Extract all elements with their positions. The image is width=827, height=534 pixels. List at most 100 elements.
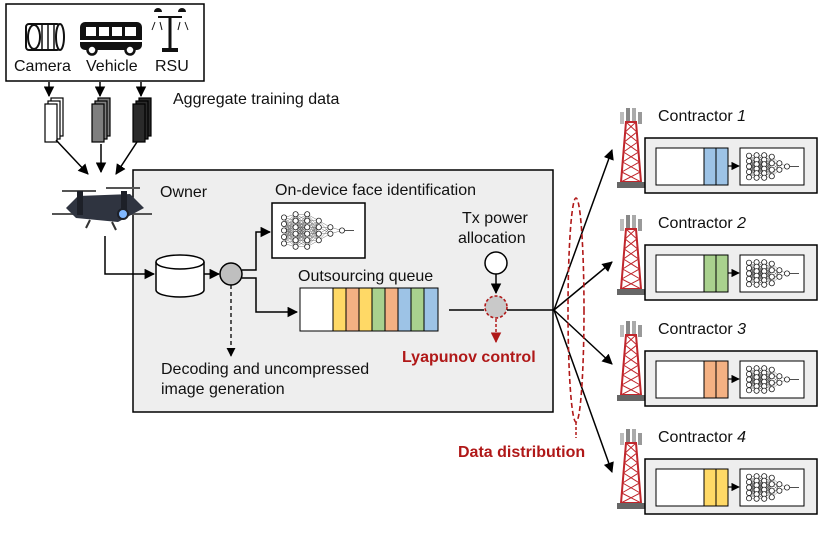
contractor-queue-empty [655, 468, 705, 507]
rsu-icon [151, 8, 189, 52]
nn-neuron [753, 387, 760, 394]
nn-neuron [315, 230, 322, 237]
arrow-data1-to-drone [55, 139, 89, 175]
contractor-queue-cell [715, 468, 729, 507]
nn-neuron [304, 211, 311, 218]
queue-cell [332, 287, 347, 332]
nn-neuron [746, 275, 753, 282]
nn-neuron [292, 230, 299, 237]
camera-icon [25, 23, 65, 51]
tx-allocation-label: allocation [458, 230, 526, 247]
nn-neuron [746, 152, 753, 159]
lyapunov-control-label: Lyapunov control [402, 349, 536, 366]
queue-cell [423, 287, 439, 332]
contractor-4-label: Contractor 4 [658, 429, 747, 446]
queue-cell [384, 287, 399, 332]
nn-neuron [327, 230, 334, 237]
decoding-label: Decoding and uncompressed [161, 361, 370, 378]
face-identification-label: On-device face identification [275, 182, 476, 199]
contractor-1-label: Contractor 1 [658, 108, 747, 125]
contractor-3 [617, 321, 818, 407]
nn-neuron [280, 227, 287, 234]
nn-neuron [746, 371, 753, 378]
nn-neuron [304, 230, 311, 237]
nn-neuron [768, 160, 775, 167]
contractor-queue-cell [703, 254, 717, 293]
nn-neuron [315, 237, 322, 244]
queue-cell [299, 287, 334, 332]
nn-neuron [768, 366, 775, 373]
nn-neuron [776, 267, 783, 274]
contractor-2-label: Contractor 2 [658, 215, 747, 232]
rsu-label: RSU [155, 58, 189, 75]
nn-neuron [746, 381, 753, 388]
contractor-queue-cell [703, 147, 717, 186]
nn-neuron [768, 386, 775, 393]
nn-neuron [280, 214, 287, 221]
nn-neuron [784, 163, 791, 170]
arrow-to-contractor-4 [553, 309, 614, 473]
nn-neuron [746, 270, 753, 277]
nn-neuron [768, 487, 775, 494]
nn-neuron [304, 243, 311, 250]
nn-neuron [746, 158, 753, 165]
nn-neuron [280, 233, 287, 240]
cell-tower-icon [617, 321, 645, 401]
contractor-2 [617, 215, 818, 301]
arrow-data3-to-drone [115, 141, 138, 175]
owner-neural-network-icon [280, 211, 354, 250]
nn-neuron [292, 243, 299, 250]
nn-neuron [768, 260, 775, 267]
nn-neuron [768, 273, 775, 280]
contractor-nn [746, 259, 799, 288]
nn-neuron [776, 481, 783, 488]
aggregate-training-data-label: Aggregate training data [173, 91, 340, 108]
nn-neuron [304, 237, 311, 244]
arrow-to-contractor-1 [553, 149, 614, 311]
queue-cell [397, 287, 412, 332]
arrow-to-contractor-2 [553, 261, 613, 311]
nn-neuron [746, 387, 753, 394]
arrow-to-face-identification [242, 226, 272, 271]
outsourcing-queue [299, 287, 439, 332]
nn-neuron [768, 379, 775, 386]
nn-neuron [753, 495, 760, 502]
contractor-3-label: Contractor 3 [658, 321, 747, 338]
contractor-queue-cell [715, 147, 729, 186]
nn-neuron [776, 373, 783, 380]
contractor-queue-empty [655, 254, 705, 293]
nn-neuron [292, 211, 299, 218]
outsourcing-queue-label: Outsourcing queue [298, 268, 434, 285]
nn-neuron [292, 237, 299, 244]
nn-neuron [746, 265, 753, 272]
nn-neuron [746, 495, 753, 502]
nn-neuron [768, 280, 775, 287]
owner-label: Owner [160, 184, 208, 201]
nn-neuron [776, 273, 783, 280]
nn-neuron [761, 174, 768, 181]
contractors-group [617, 108, 818, 515]
nn-neuron [753, 174, 760, 181]
nn-neuron [784, 376, 791, 383]
nn-neuron [292, 224, 299, 231]
training-data-stack-white [44, 97, 64, 143]
contractor-queue-empty [655, 360, 705, 399]
cell-tower-icon [617, 108, 645, 188]
nn-neuron [304, 224, 311, 231]
nn-neuron [761, 387, 768, 394]
tx-power-label: Tx power [462, 210, 528, 227]
queue-cell [345, 287, 360, 332]
vehicle-label: Vehicle [86, 58, 138, 75]
contractor-queue-empty [655, 147, 705, 186]
nn-neuron [784, 270, 791, 277]
arrow-drone-to-database [104, 236, 156, 280]
nn-neuron [768, 481, 775, 488]
nn-neuron [768, 166, 775, 173]
nn-neuron [768, 474, 775, 481]
queue-cell [410, 287, 425, 332]
bus-icon [80, 22, 142, 56]
decoder-node [219, 262, 243, 286]
lyapunov-control-node [484, 295, 508, 319]
nn-neuron [776, 379, 783, 386]
